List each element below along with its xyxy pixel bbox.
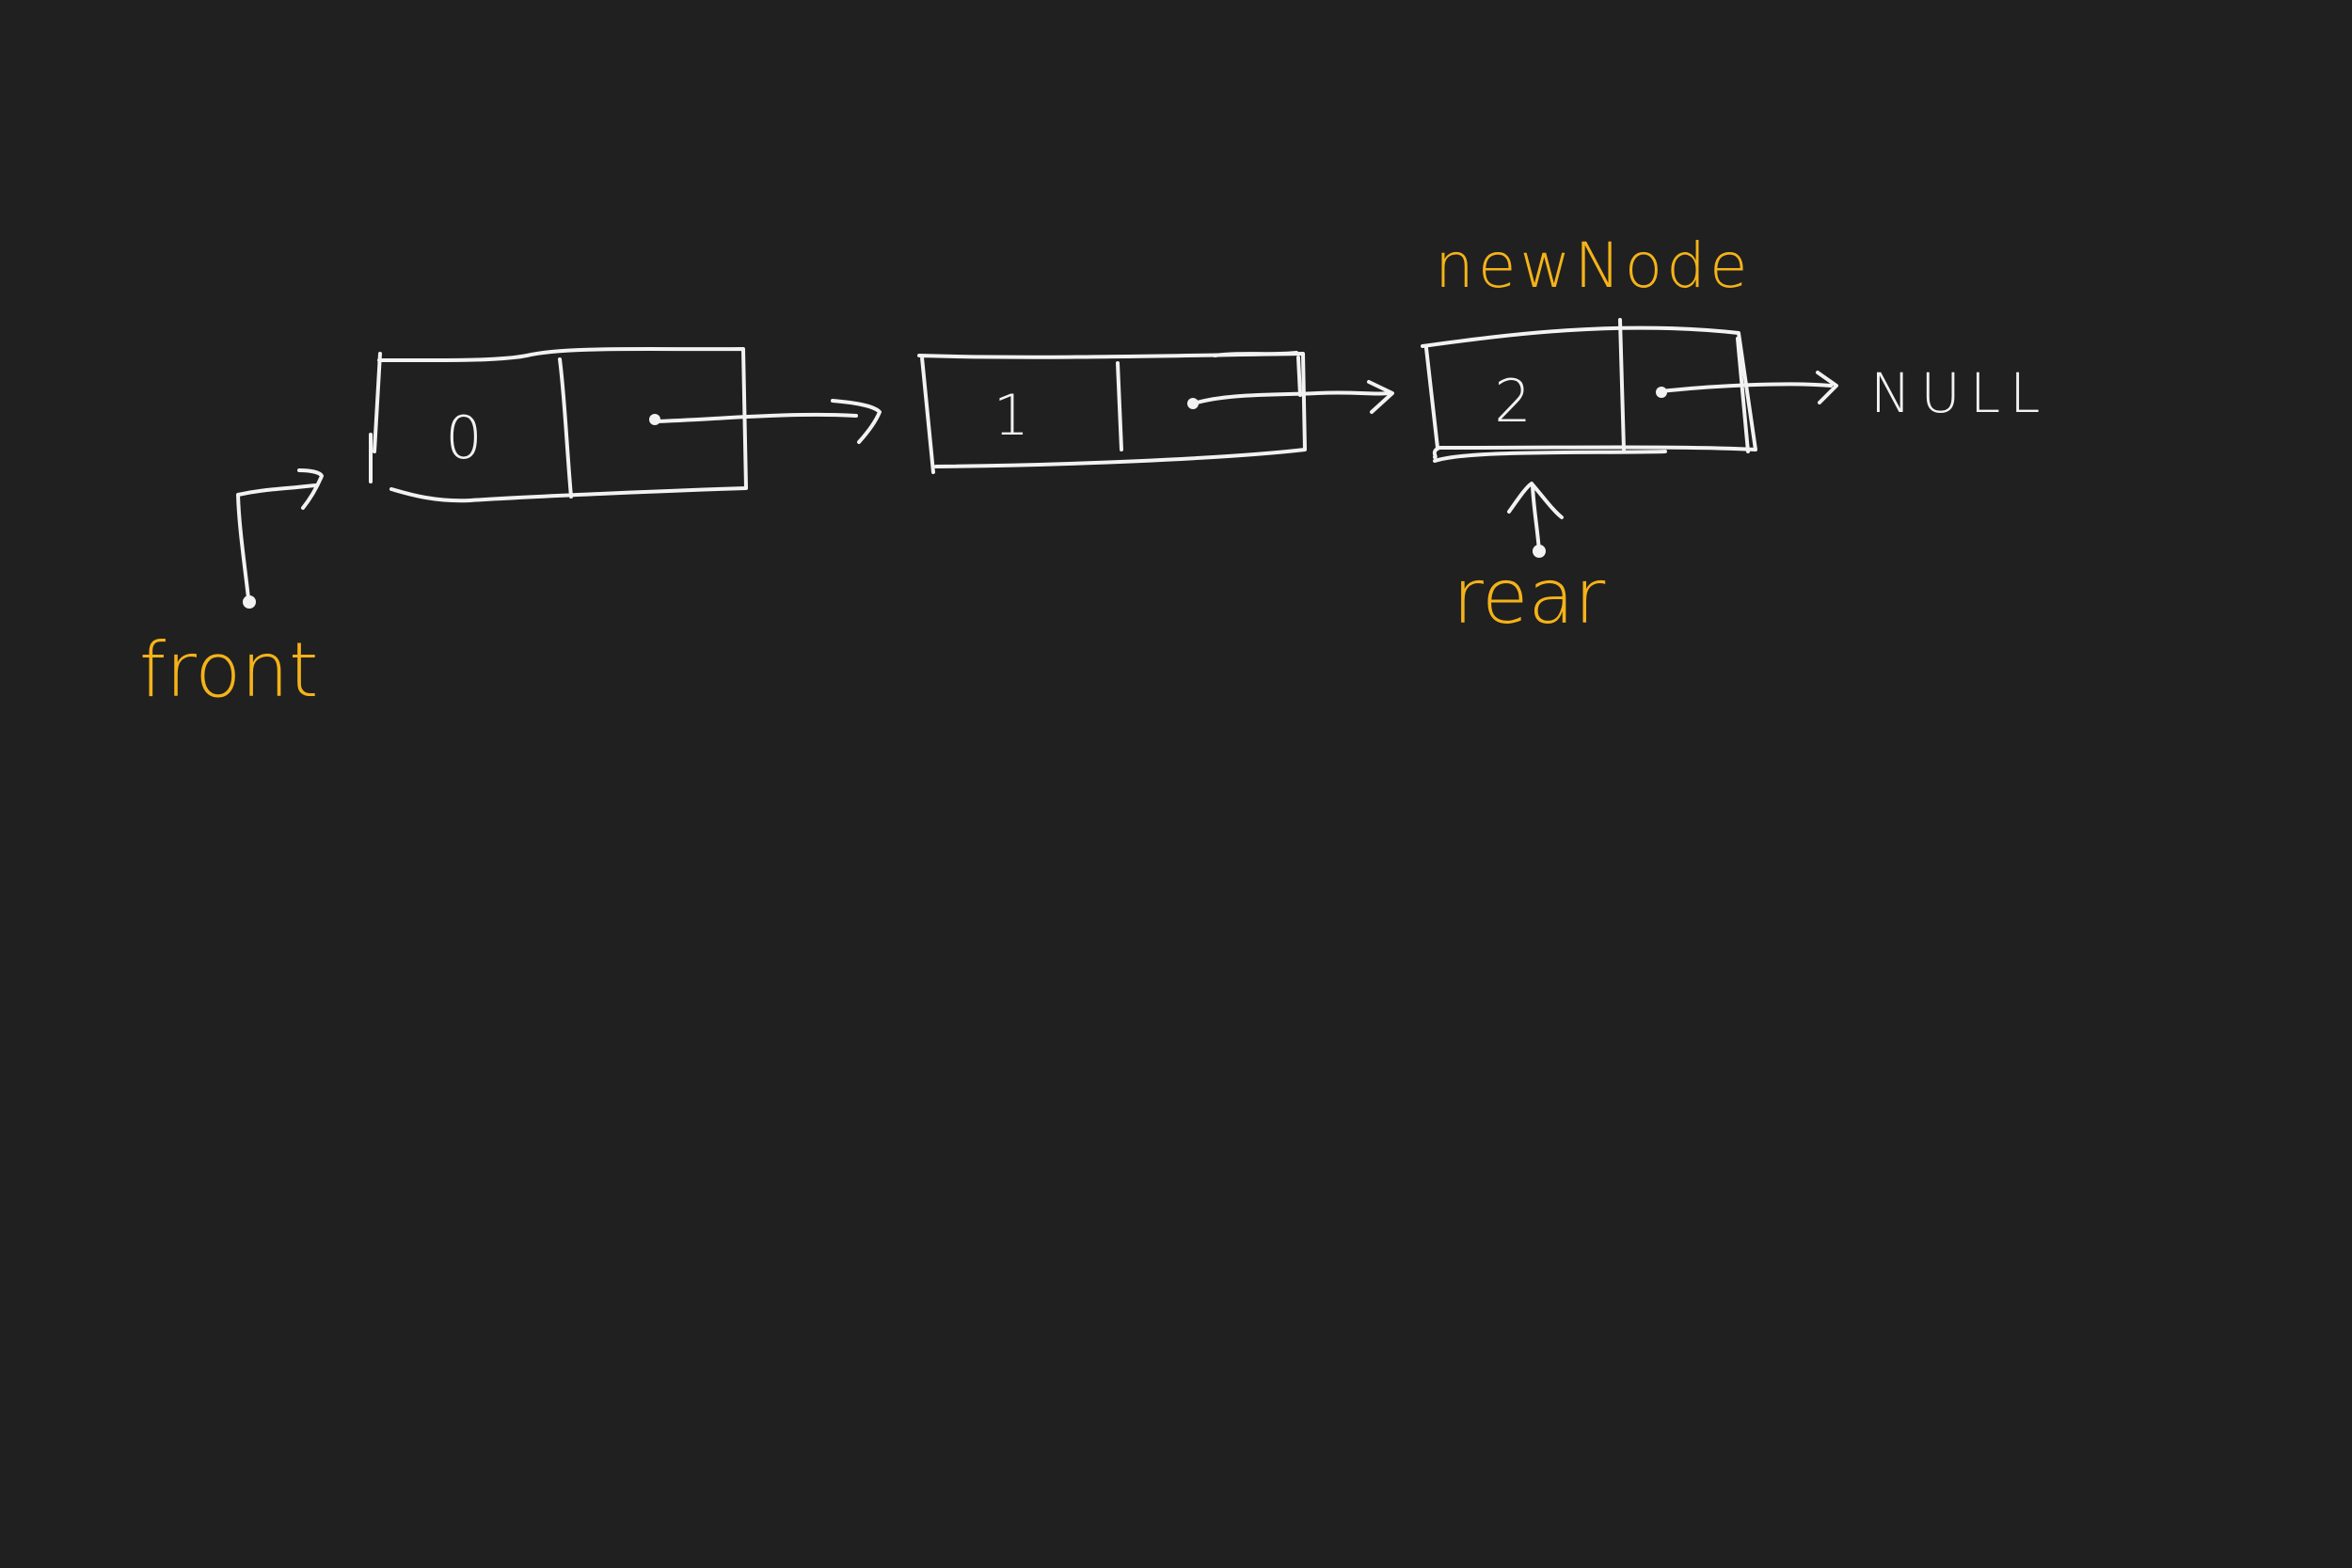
front-pointer-arrow [236,468,324,600]
node-0-divider [558,357,573,499]
node-0-pointer-dot [649,414,660,425]
node-2-next-arrow [1660,337,1838,453]
null-label: NULL [1870,361,2049,425]
node-0-next-arrow [654,399,882,444]
node-2-bottom-stroke [1433,450,1667,463]
node-0: 0 [369,347,882,503]
node-1-value: 1 [993,383,1029,449]
new-node-label: newNode [1435,230,1752,302]
node-1-divider [1116,361,1123,451]
node-1-pointer-dot [1187,398,1199,409]
rear-pointer-dot [1533,545,1546,558]
node-1-box [917,352,1307,474]
front-pointer-dot [243,595,256,609]
node-2-value: 2 [1494,367,1531,436]
node-1-next-arrow [1189,351,1394,414]
rear-label: rear [1453,553,1605,641]
node-0-box [369,347,748,503]
node-2: 2 [1421,318,1838,463]
node-2-pointer-dot [1656,387,1667,398]
node-2-box [1421,325,1757,459]
node-2-divider [1618,318,1626,451]
node-0-value: 0 [445,404,482,472]
front-pointer: front [139,468,324,714]
front-label: front [139,626,318,714]
rear-pointer-arrow [1507,482,1564,553]
node-1: 1 [917,351,1394,474]
rear-pointer: rear [1453,482,1605,641]
